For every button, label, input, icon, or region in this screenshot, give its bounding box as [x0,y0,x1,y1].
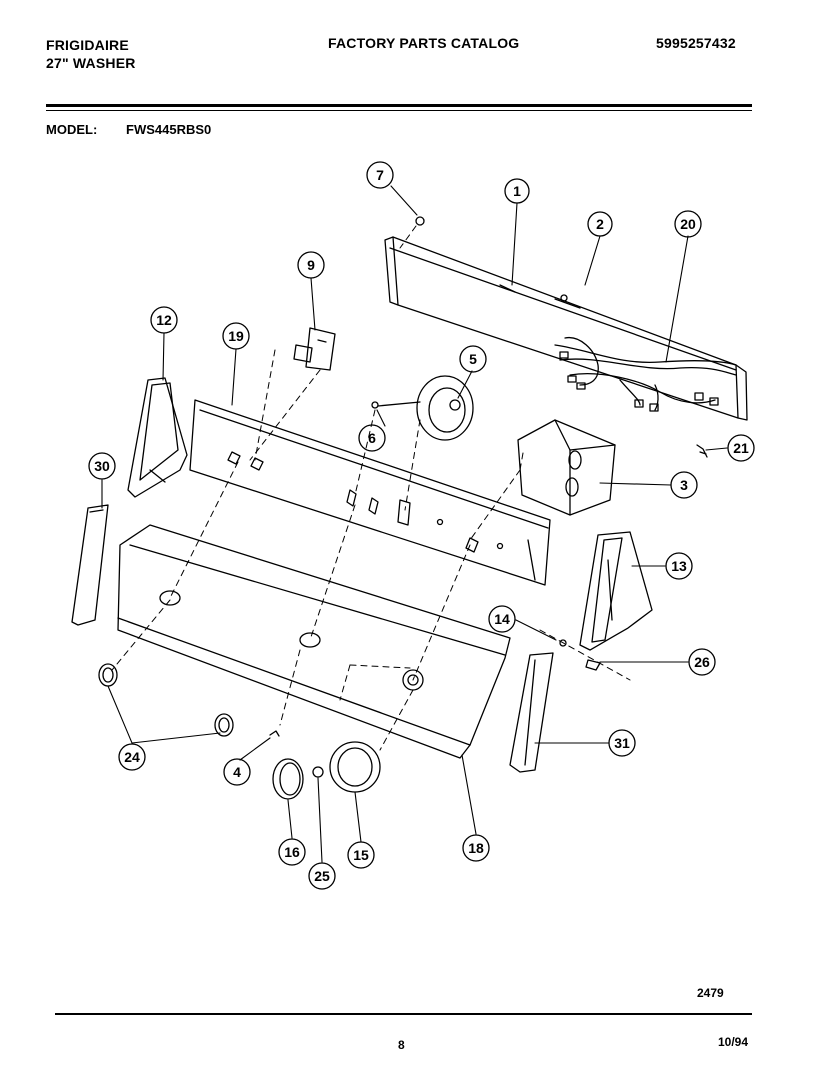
wire-harness [554,337,737,412]
callout-2-text: 2 [596,216,604,232]
callout-21-text: 21 [733,440,749,456]
callout-7: 7 [366,161,394,189]
switch-part [293,327,336,371]
callout-12-text: 12 [156,312,172,328]
model-label: MODEL: [46,122,98,137]
callout-30-text: 30 [94,458,110,474]
callout-25-text: 25 [314,868,330,884]
callout-5: 5 [459,345,487,373]
callout-labels: 1 2 3 4 5 6 7 9 12 13 14 15 16 18 19 20 … [88,161,755,890]
page-number: 8 [398,1038,405,1052]
left-trim [71,504,109,626]
rear-console-panel [384,236,748,421]
control-backplate [189,399,551,586]
callout-20: 20 [674,210,702,238]
right-end-cap [579,531,653,651]
catalog-part-number: 5995257432 [656,35,736,51]
callout-18: 18 [462,834,490,862]
callout-19: 19 [222,322,250,350]
callout-30: 30 [88,452,116,480]
callout-26-text: 26 [694,654,710,670]
catalog-date: 10/94 [718,1035,749,1049]
callout-31-text: 31 [614,735,630,751]
timer [517,419,616,516]
callout-14-text: 14 [494,611,510,627]
console-front-panel [117,524,511,759]
callout-15-text: 15 [353,847,369,863]
callout-26: 26 [688,648,716,676]
callout-31: 31 [608,729,636,757]
callout-5-text: 5 [469,351,477,367]
callout-3: 3 [670,471,698,499]
callout-6: 6 [358,424,386,452]
callout-9-text: 9 [307,257,315,273]
callout-9: 9 [297,251,325,279]
callout-14: 14 [488,605,516,633]
callout-24-text: 24 [124,749,140,765]
callout-1-text: 1 [513,183,521,199]
small-fasteners [415,216,708,458]
callout-24: 24 [118,743,146,771]
callout-20-text: 20 [680,216,696,232]
header-rule-thin [46,110,752,111]
exploded-parts-diagram: 1 2 3 4 5 6 7 9 12 13 14 15 16 18 19 20 … [71,161,755,890]
right-trim [509,652,554,773]
drawing-number: 2479 [697,986,724,1000]
product-name: 27" WASHER [46,55,136,71]
callout-7-text: 7 [376,167,384,183]
callout-13-text: 13 [671,558,687,574]
callout-4-text: 4 [233,764,241,780]
callout-15: 15 [347,841,375,869]
callout-18-text: 18 [468,840,484,856]
footer-rule [55,1013,752,1015]
callout-21: 21 [727,434,755,462]
model-row: MODEL: FWS445RBS0 [46,122,211,137]
callout-2: 2 [587,211,613,237]
callout-16-text: 16 [284,844,300,860]
callout-4: 4 [223,758,251,786]
callout-25: 25 [308,862,336,890]
callout-12: 12 [150,306,178,334]
leader-lines [101,185,728,863]
model-number: FWS445RBS0 [126,122,212,137]
callout-13: 13 [665,552,693,580]
catalog-title: FACTORY PARTS CATALOG [328,35,520,51]
header-rule-thick [46,104,752,107]
knobs [98,639,601,800]
left-end-cap [127,377,188,498]
callout-6-text: 6 [368,430,376,446]
callout-1: 1 [504,178,530,204]
callout-16: 16 [278,838,306,866]
assembly-lines [111,225,631,751]
brand-name: FRIGIDAIRE [46,37,129,53]
callout-19-text: 19 [228,328,244,344]
pressure-switch [371,375,474,441]
callout-3-text: 3 [680,477,688,493]
